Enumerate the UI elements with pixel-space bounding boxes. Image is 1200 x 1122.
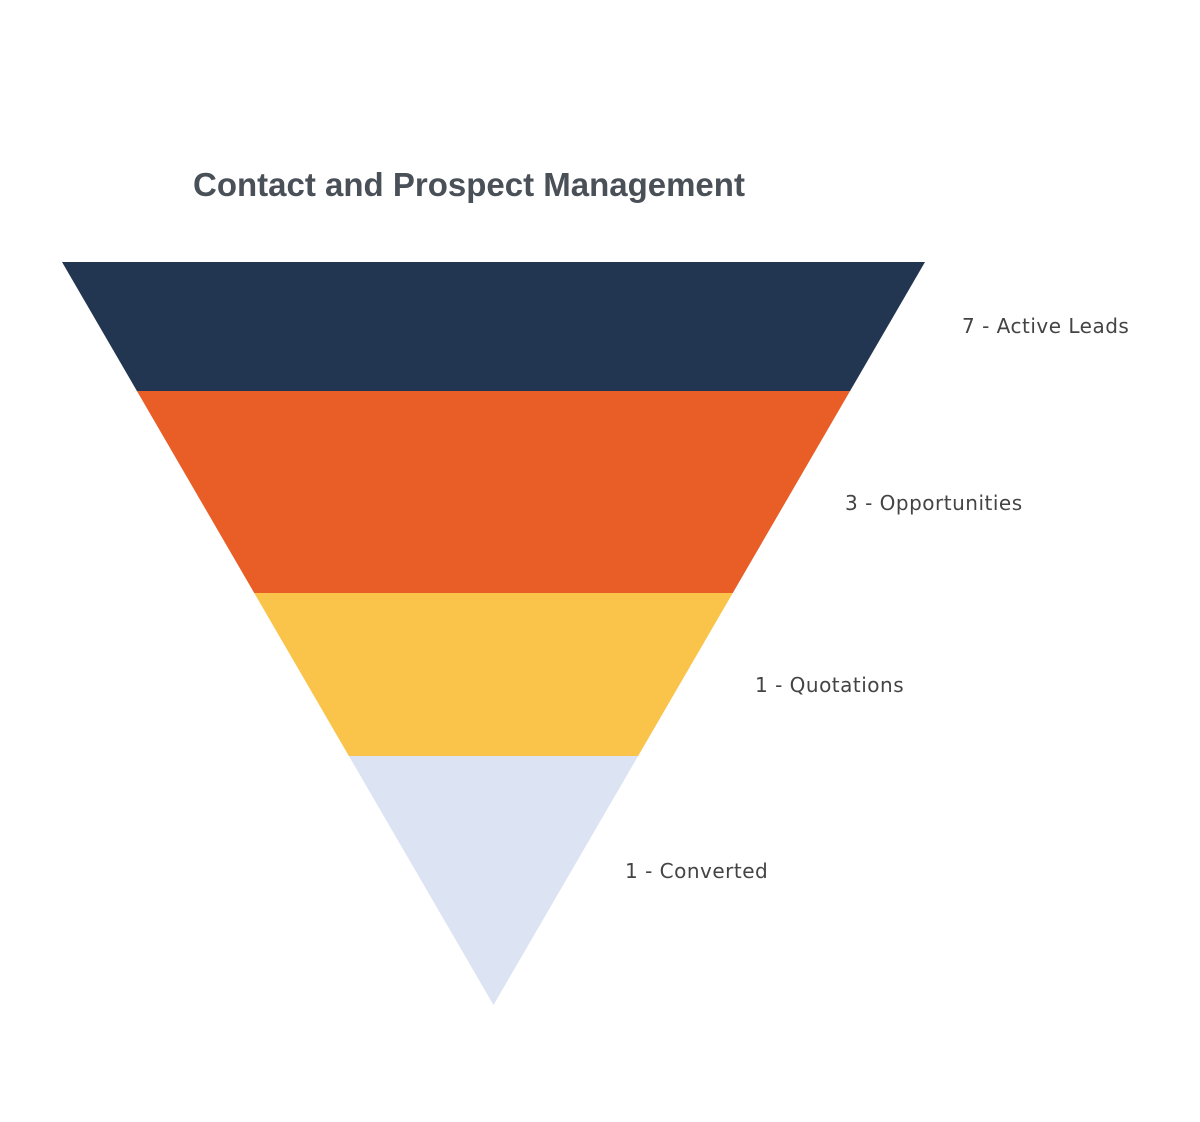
segment-label: 3 - Opportunities xyxy=(845,491,1023,515)
funnel-segment-active-leads xyxy=(62,262,925,391)
segment-label: 1 - Quotations xyxy=(755,673,904,697)
funnel-segment-quotations xyxy=(254,593,733,756)
funnel-segment-converted xyxy=(348,756,639,1005)
chart-title: Contact and Prospect Management xyxy=(193,166,745,203)
segment-label: 7 - Active Leads xyxy=(962,314,1129,338)
funnel-segment-opportunities xyxy=(136,391,851,593)
segment-label: 1 - Converted xyxy=(625,859,768,883)
